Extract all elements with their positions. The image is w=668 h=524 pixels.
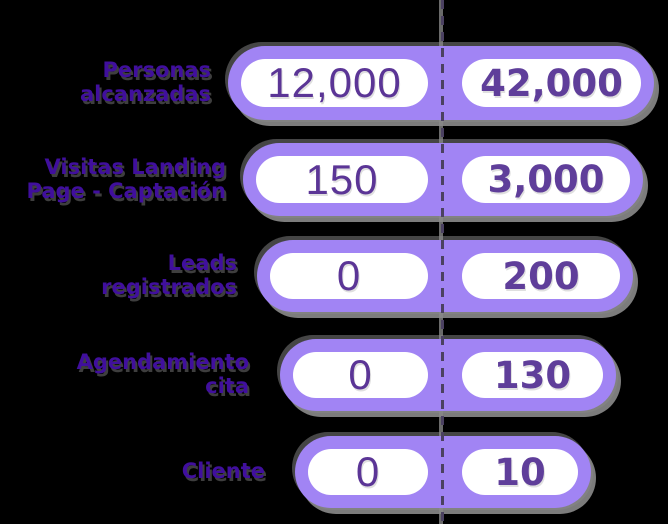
after-value-pill: 42,000 (462, 59, 641, 107)
stage-label-line: Personas (102, 58, 211, 83)
after-value: 3,000 (487, 158, 605, 201)
before-value-pill: 0 (293, 351, 428, 398)
after-value: 200 (502, 254, 580, 298)
row-outer-pill: 0 130 (280, 339, 616, 411)
stage-label-line: registrados (101, 275, 237, 299)
before-value: 12,000 (267, 59, 402, 106)
stage-label-agendamiento-cita: Agendamiento cita (9, 339, 249, 411)
stage-label-cliente: Cliente (25, 436, 265, 508)
after-value: 42,000 (480, 61, 623, 105)
stage-label-line: Agendamiento (76, 350, 249, 375)
stage-label-leads-registrados: Leads registrados (0, 240, 237, 312)
row-outer-pill: 0 200 (257, 240, 633, 312)
before-value: 150 (305, 155, 379, 203)
divider-dashed-line (441, 0, 444, 524)
stage-label-personas-alcanzadas: Personas alcanzadas (0, 46, 211, 120)
stage-label-line: Cliente (181, 459, 265, 484)
funnel-row: 0 130 (280, 339, 616, 411)
after-value: 130 (493, 353, 572, 397)
funnel-row: 0 200 (257, 240, 633, 312)
before-value-pill: 0 (270, 252, 428, 299)
before-value-pill: 12,000 (241, 59, 428, 107)
before-value: 0 (336, 252, 362, 299)
before-value: 0 (355, 448, 381, 495)
stage-label-visitas-landing: Visitas Landing Page - Captación (0, 143, 226, 216)
before-value-pill: 150 (256, 156, 428, 203)
after-value: 10 (494, 450, 546, 494)
stage-label-line: Leads (167, 251, 237, 276)
before-value-pill: 0 (308, 448, 428, 495)
stage-label-line: Page - Captación (26, 178, 226, 203)
stage-label-line: alcanzadas (79, 82, 211, 106)
after-value-pill: 3,000 (462, 156, 630, 203)
stage-label-line: cita (205, 374, 249, 398)
stage-label-line: Visitas Landing (44, 154, 226, 179)
after-value-pill: 10 (462, 449, 578, 495)
after-value-pill: 130 (462, 352, 603, 398)
before-value: 0 (348, 351, 373, 398)
after-value-pill: 200 (462, 253, 620, 299)
